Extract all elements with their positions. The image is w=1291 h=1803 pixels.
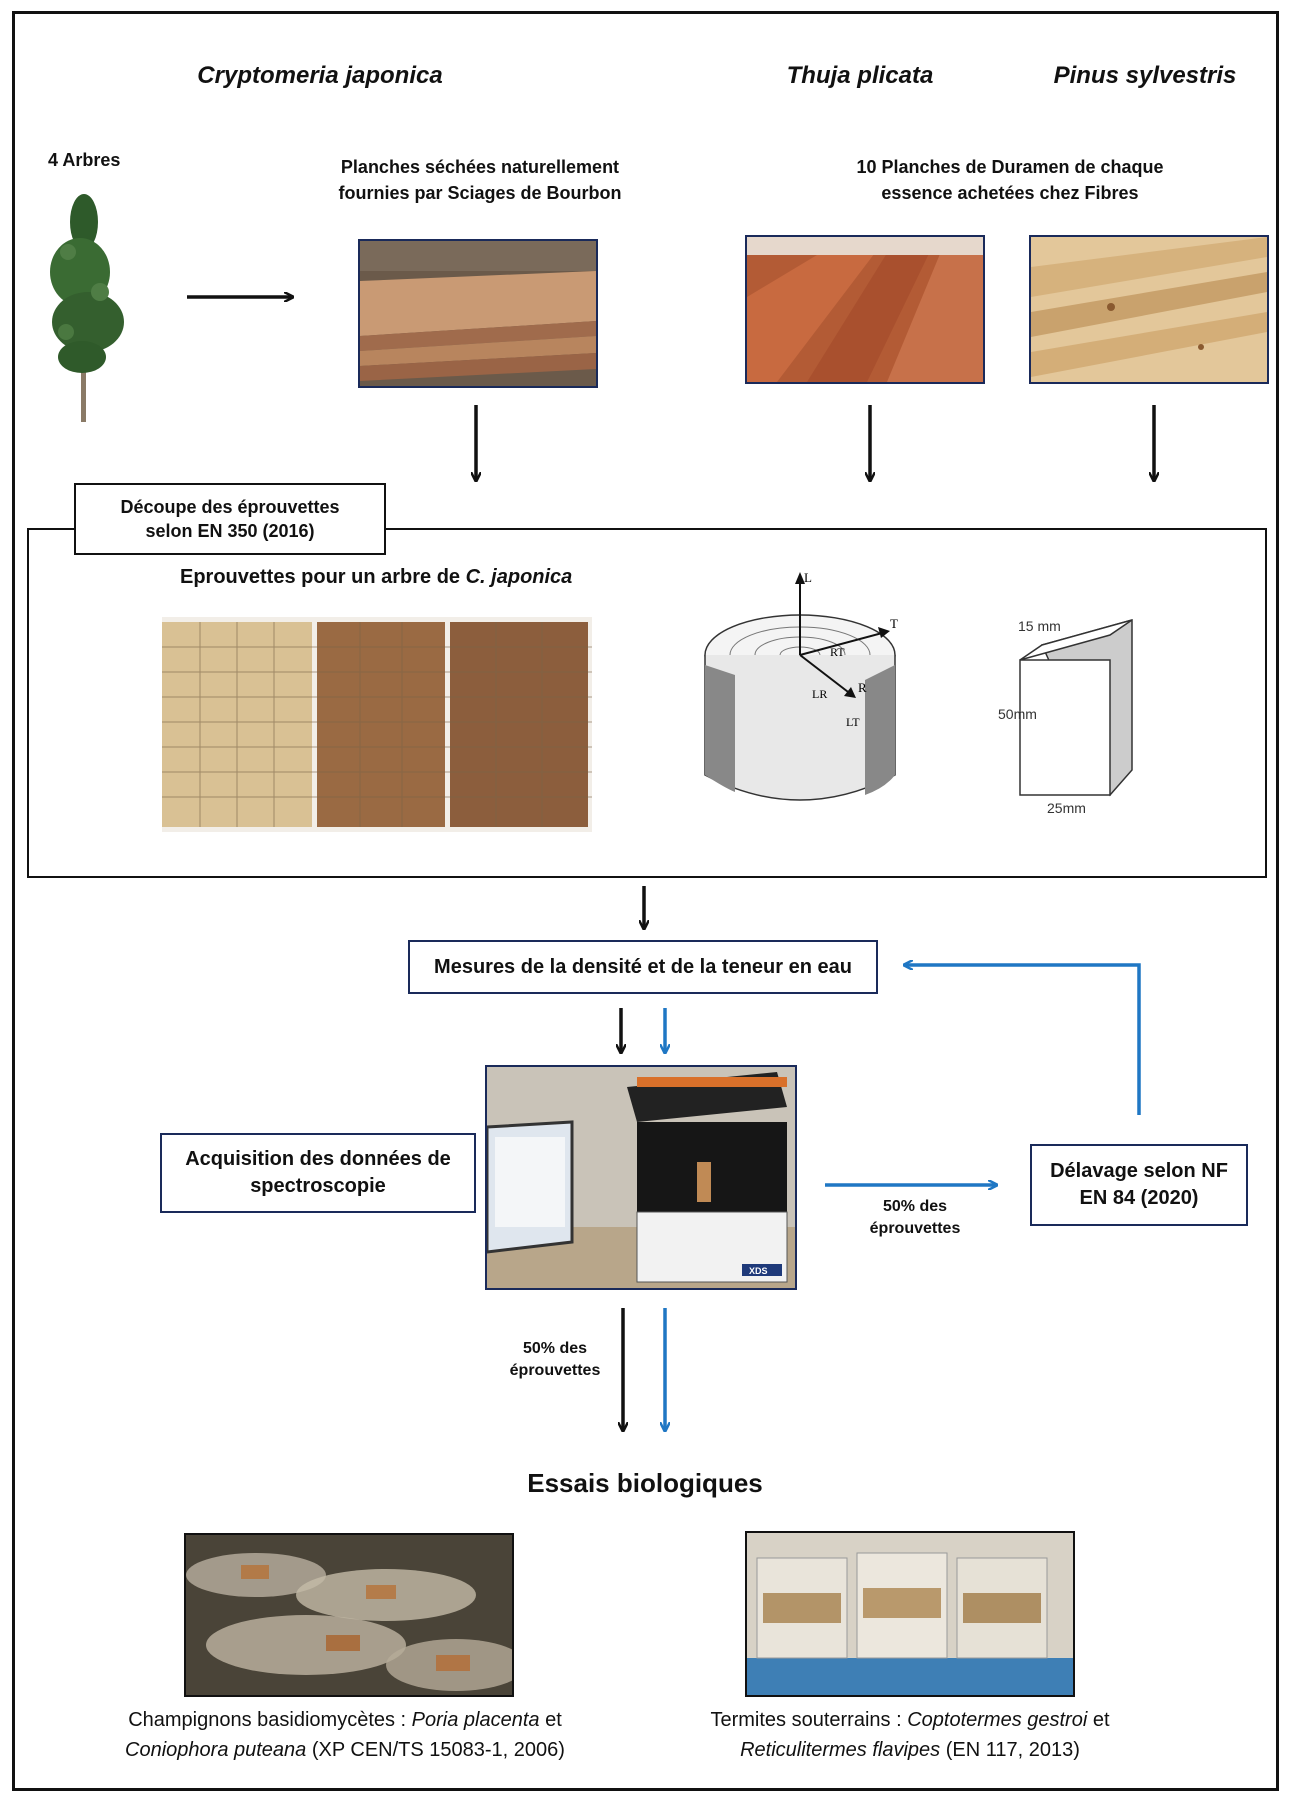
fungi-photo <box>184 1533 514 1697</box>
species-thuja: Thuja plicata <box>786 62 934 89</box>
trees-label: 4 Arbres <box>48 150 121 170</box>
cutting-tab: Découpe des éprouvettes selon EN 350 (20… <box>74 483 386 555</box>
pct-down-line2: éprouvettes <box>509 1362 601 1380</box>
axis-R-label: R <box>858 680 867 695</box>
fungi-species-2: Coniophora puteana <box>125 1739 307 1761</box>
fungi-caption: Champignons basidiomycètes : Poria place… <box>95 1705 595 1765</box>
leaching-line2: EN 84 (2020) <box>1079 1187 1199 1209</box>
planks-pinus-photo <box>1029 235 1269 384</box>
termites-photo <box>745 1531 1075 1697</box>
plane-LR-label: LR <box>812 687 827 701</box>
tree-image <box>50 194 124 422</box>
planks-other-line2: essence achetées chez Fibres <box>881 183 1139 204</box>
fungi-ref: (XP CEN/TS 15083-1, 2006) <box>306 1739 565 1761</box>
dim-height-label: 50mm <box>998 706 1037 722</box>
termites-prefix: Termites souterrains : <box>710 1709 908 1731</box>
cutting-tab-line2: selon EN 350 (2016) <box>145 521 315 541</box>
fungi-species-1: Poria placenta <box>411 1709 540 1731</box>
log-axes-diagram: L T R RT LR LT <box>704 570 898 801</box>
species-cryptomeria: Cryptomeria japonica <box>197 62 443 89</box>
fungi-prefix: Champignons basidiomycètes : <box>128 1709 412 1731</box>
pct-right-label: 50% des éprouvettes <box>855 1196 975 1241</box>
bio-title: Essais biologiques <box>527 1468 763 1498</box>
axis-L-label: L <box>804 570 812 585</box>
xds-brand-label: XDS <box>749 1266 768 1276</box>
acquisition-line1: Acquisition des données de <box>185 1148 451 1170</box>
cutting-title-species: C. japonica <box>465 566 573 588</box>
termites-and: et <box>1087 1709 1110 1731</box>
planks-other-line1: 10 Planches de Duramen de chaque <box>856 157 1164 177</box>
leaching-box: Délavage selon NF EN 84 (2020) <box>1030 1144 1248 1226</box>
plane-RT-label: RT <box>830 645 845 659</box>
measures-box: Mesures de la densité et de la teneur en… <box>408 940 878 994</box>
axis-T-label: T <box>890 616 898 631</box>
pct-right-line2: éprouvettes <box>869 1220 961 1238</box>
termites-ref: (EN 117, 2013) <box>940 1739 1080 1761</box>
pct-down-line1: 50% des <box>522 1340 588 1357</box>
planks-cj-photo <box>358 239 598 388</box>
outer-frame <box>12 11 1279 1791</box>
plane-LT-label: LT <box>846 715 860 729</box>
cutting-title: Eprouvettes pour un arbre de C. japonica <box>180 566 572 589</box>
acquisition-line2: spectroscopie <box>250 1175 386 1197</box>
termites-species-2: Reticulitermes flavipes <box>740 1739 941 1761</box>
specimen-dimensions-diagram: 15 mm 50mm 25mm <box>998 618 1133 816</box>
termites-caption: Termites souterrains : Coptotermes gestr… <box>685 1705 1135 1765</box>
planks-cj-line2: fournies par Sciages de Bourbon <box>338 183 622 204</box>
dim-base-label: 25mm <box>1047 800 1086 816</box>
dim-top-label: 15 mm <box>1018 618 1061 634</box>
termites-species-1: Coptotermes gestroi <box>907 1709 1088 1731</box>
leaching-line1: Délavage selon NF <box>1050 1160 1228 1182</box>
species-pinus: Pinus sylvestris <box>1053 62 1237 89</box>
planks-other-label: 10 Planches de Duramen de chaque essence… <box>830 154 1190 206</box>
specimens-photo <box>162 617 592 832</box>
cutting-panel <box>27 528 1267 878</box>
pct-right-line1: 50% des <box>882 1198 948 1215</box>
planks-cj-label: Planches séchées naturellement fournies … <box>310 154 650 206</box>
acquisition-box: Acquisition des données de spectroscopie <box>160 1133 476 1213</box>
fungi-and: et <box>539 1709 562 1731</box>
spectrometer-photo: XDS <box>485 1065 797 1290</box>
pct-down-label: 50% des éprouvettes <box>495 1338 615 1383</box>
planks-thuja-photo <box>745 235 985 384</box>
cutting-title-prefix: Eprouvettes pour un arbre de <box>180 566 466 588</box>
arrow-leaching-to-measures <box>905 965 1141 1115</box>
cutting-tab-line1: Découpe des éprouvettes <box>120 496 340 517</box>
planks-cj-line1: Planches séchées naturellement <box>340 157 620 177</box>
